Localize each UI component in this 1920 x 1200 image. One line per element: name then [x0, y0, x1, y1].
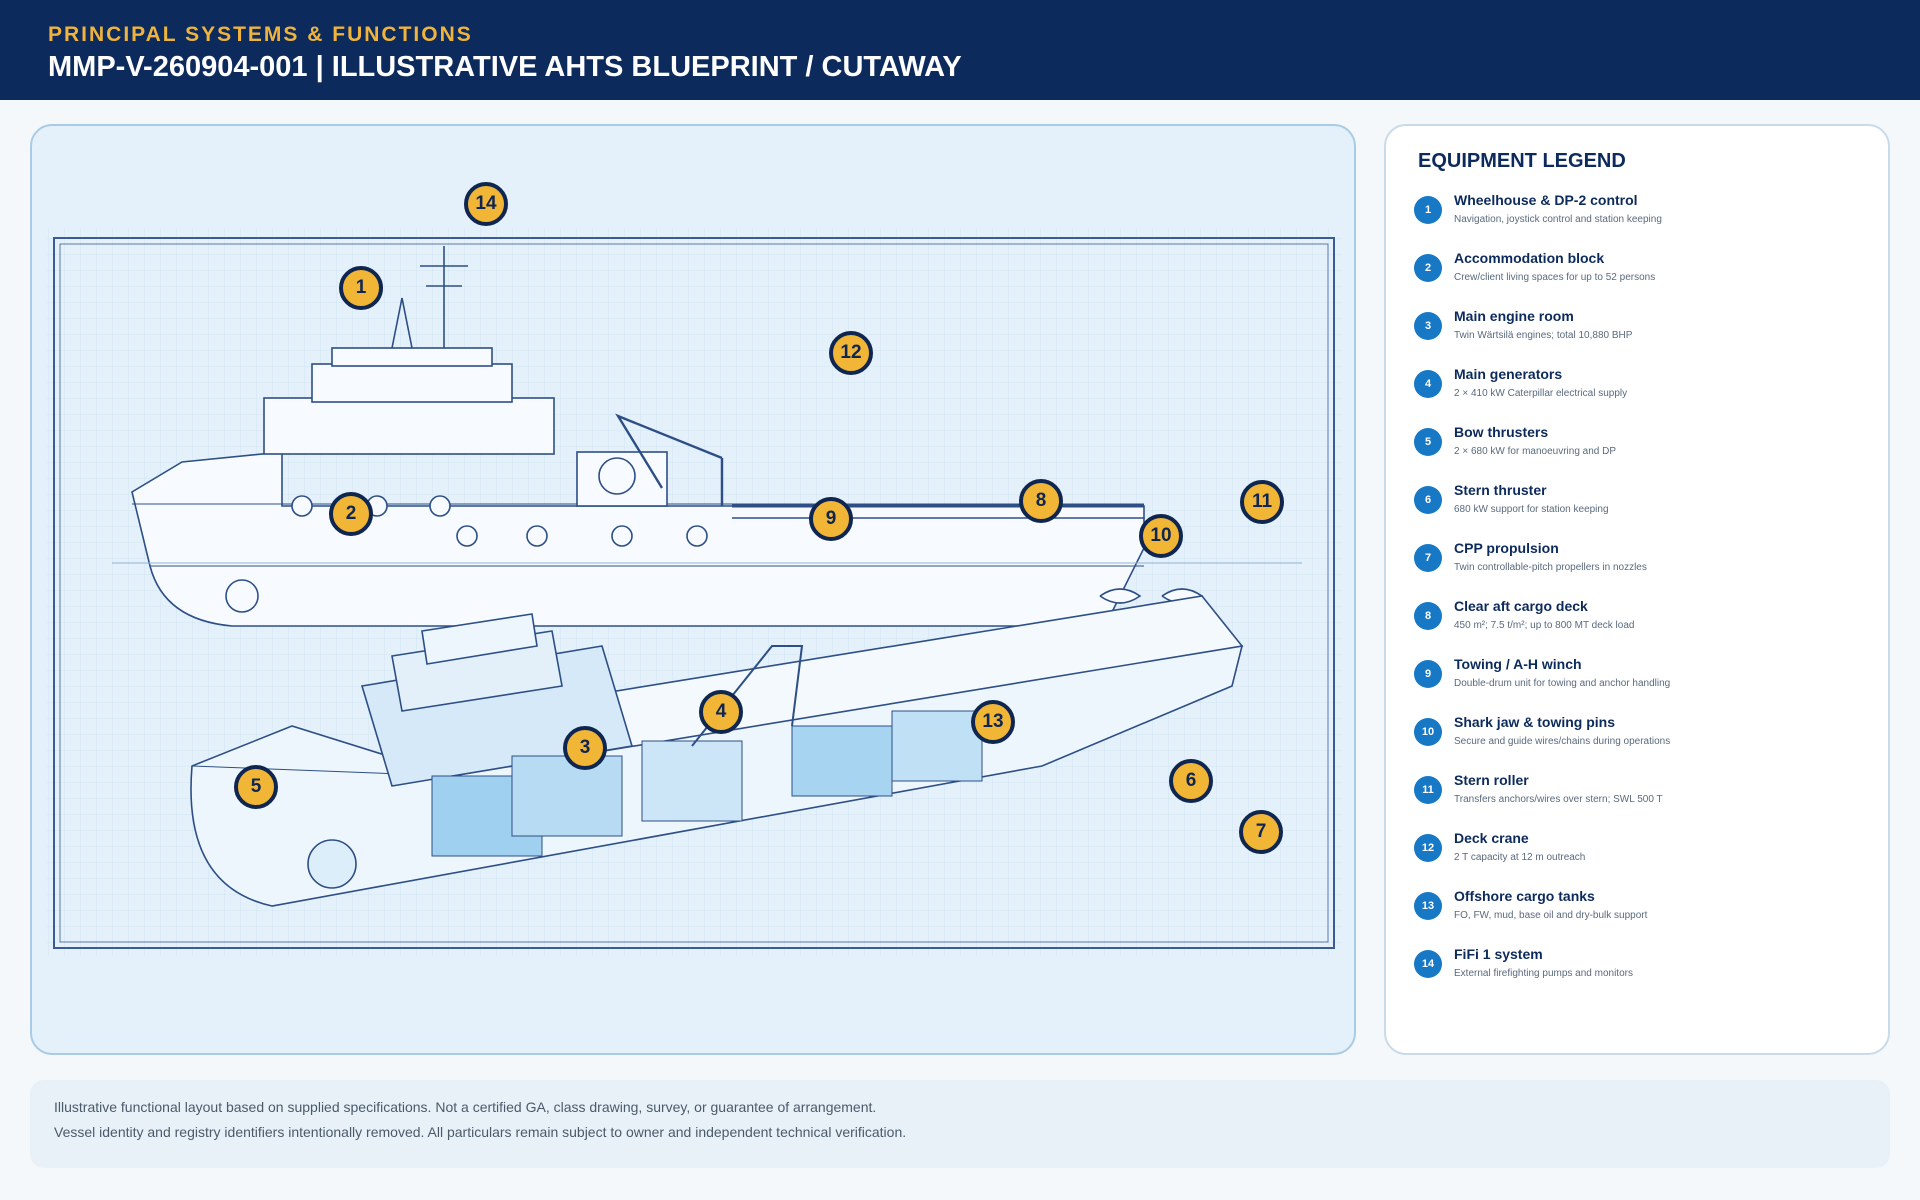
legend-item-name: Offshore cargo tanks — [1454, 888, 1595, 904]
legend-item-name: Main engine room — [1454, 308, 1574, 324]
page-title: MMP-V-260904-001 | ILLUSTRATIVE AHTS BLU… — [48, 51, 962, 83]
equipment-legend: EQUIPMENT LEGEND 1 Wheelhouse & DP-2 cont… — [1384, 124, 1890, 1055]
callout-marker-12[interactable]: 12 — [829, 331, 873, 375]
callout-marker-5[interactable]: 5 — [234, 765, 278, 809]
legend-number-badge: 13 — [1414, 892, 1442, 920]
disclaimer-line-1: Illustrative functional layout based on … — [54, 1099, 877, 1115]
legend-item-name: Main generators — [1454, 366, 1563, 382]
legend-item-description: Navigation, joystick control and station… — [1454, 214, 1662, 225]
legend-number-badge: 5 — [1414, 428, 1442, 456]
legend-item-description: 2 × 680 kW for manoeuvring and DP — [1454, 446, 1617, 457]
callout-marker-6[interactable]: 6 — [1169, 759, 1213, 803]
legend-item-description: Double-drum unit for towing and anchor h… — [1454, 678, 1671, 689]
legend-item-description: Twin controllable-pitch propellers in no… — [1454, 562, 1647, 573]
legend-number-badge: 1 — [1414, 196, 1442, 224]
callout-marker-8[interactable]: 8 — [1019, 479, 1063, 523]
legend-item-name: Stern thruster — [1454, 482, 1547, 498]
disclaimer-line-2: Vessel identity and registry identifiers… — [54, 1124, 907, 1140]
header-kicker: PRINCIPAL SYSTEMS & FUNCTIONS — [48, 23, 473, 46]
legend-number-badge: 6 — [1414, 486, 1442, 514]
isometric-cutaway-vessel — [190, 595, 1244, 907]
legend-item-name: Towing / A-H winch — [1454, 656, 1582, 672]
legend-item-name: Clear aft cargo deck — [1454, 598, 1588, 614]
legend-item-name: Deck crane — [1454, 830, 1529, 846]
legend-number-badge: 4 — [1414, 370, 1442, 398]
legend-item: 5 Bow thrusters 2 × 680 kW for manoeuvring… — [1414, 420, 1874, 472]
legend-number-badge: 14 — [1414, 950, 1442, 978]
legend-number-badge: 10 — [1414, 718, 1442, 746]
legend-item: 4 Main generators 2 × 410 kW Caterpillar e… — [1414, 362, 1874, 414]
legend-item-description: 2 × 410 kW Caterpillar electrical supply — [1454, 388, 1628, 399]
disclaimer-footer: Illustrative functional layout based on … — [30, 1080, 1890, 1168]
legend-item-name: Stern roller — [1454, 772, 1529, 788]
blueprint-frame — [53, 237, 1335, 949]
legend-number-badge: 12 — [1414, 834, 1442, 862]
vessel-blueprint-drawing — [46, 228, 1342, 956]
callout-marker-4[interactable]: 4 — [699, 690, 743, 734]
legend-item-description: 2 T capacity at 12 m outreach — [1454, 852, 1586, 863]
side-elevation-vessel — [131, 246, 1204, 627]
legend-item: 12 Deck crane 2 T capacity at 12 m outreac… — [1414, 826, 1874, 878]
legend-item-name: CPP propulsion — [1454, 540, 1559, 556]
legend-item-description: Transfers anchors/wires over stern; SWL … — [1454, 794, 1663, 805]
callout-marker-11[interactable]: 11 — [1240, 480, 1284, 524]
legend-title: EQUIPMENT LEGEND — [1418, 150, 1626, 172]
legend-item-description: Secure and guide wires/chains during ope… — [1454, 736, 1671, 747]
legend-number-badge: 2 — [1414, 254, 1442, 282]
callout-marker-9[interactable]: 9 — [809, 497, 853, 541]
legend-item-name: Bow thrusters — [1454, 424, 1549, 440]
callout-marker-7[interactable]: 7 — [1239, 810, 1283, 854]
legend-number-badge: 9 — [1414, 660, 1442, 688]
callout-marker-3[interactable]: 3 — [563, 726, 607, 770]
legend-item-name: Accommodation block — [1454, 250, 1605, 266]
legend-item-description: Twin Wärtsilä engines; total 10,880 BHP — [1454, 330, 1633, 341]
legend-item-description: Crew/client living spaces for up to 52 p… — [1454, 272, 1656, 283]
legend-number-badge: 8 — [1414, 602, 1442, 630]
legend-item-description: 680 kW support for station keeping — [1454, 504, 1609, 515]
callout-marker-14[interactable]: 14 — [464, 182, 508, 226]
callout-marker-1[interactable]: 1 — [339, 266, 383, 310]
legend-item: 6 Stern thruster 680 kW support for statio… — [1414, 478, 1874, 530]
callout-marker-10[interactable]: 10 — [1139, 514, 1183, 558]
legend-item: 8 Clear aft cargo deck 450 m²; 7.5 t/m²; u… — [1414, 594, 1874, 646]
legend-item-name: Shark jaw & towing pins — [1454, 714, 1616, 730]
legend-item-name: FiFi 1 system — [1454, 946, 1543, 962]
page-header: PRINCIPAL SYSTEMS & FUNCTIONS MMP-V-2609… — [0, 0, 1920, 100]
legend-item-name: Wheelhouse & DP-2 control — [1454, 192, 1638, 208]
legend-item-description: External firefighting pumps and monitors — [1454, 968, 1633, 979]
callout-marker-2[interactable]: 2 — [329, 492, 373, 536]
callout-marker-13[interactable]: 13 — [971, 700, 1015, 744]
legend-item-description: 450 m²; 7.5 t/m²; up to 800 MT deck load — [1454, 620, 1635, 631]
legend-number-badge: 7 — [1414, 544, 1442, 572]
legend-item-description: FO, FW, mud, base oil and dry-bulk suppo… — [1454, 910, 1648, 921]
legend-number-badge: 11 — [1414, 776, 1442, 804]
legend-number-badge: 3 — [1414, 312, 1442, 340]
